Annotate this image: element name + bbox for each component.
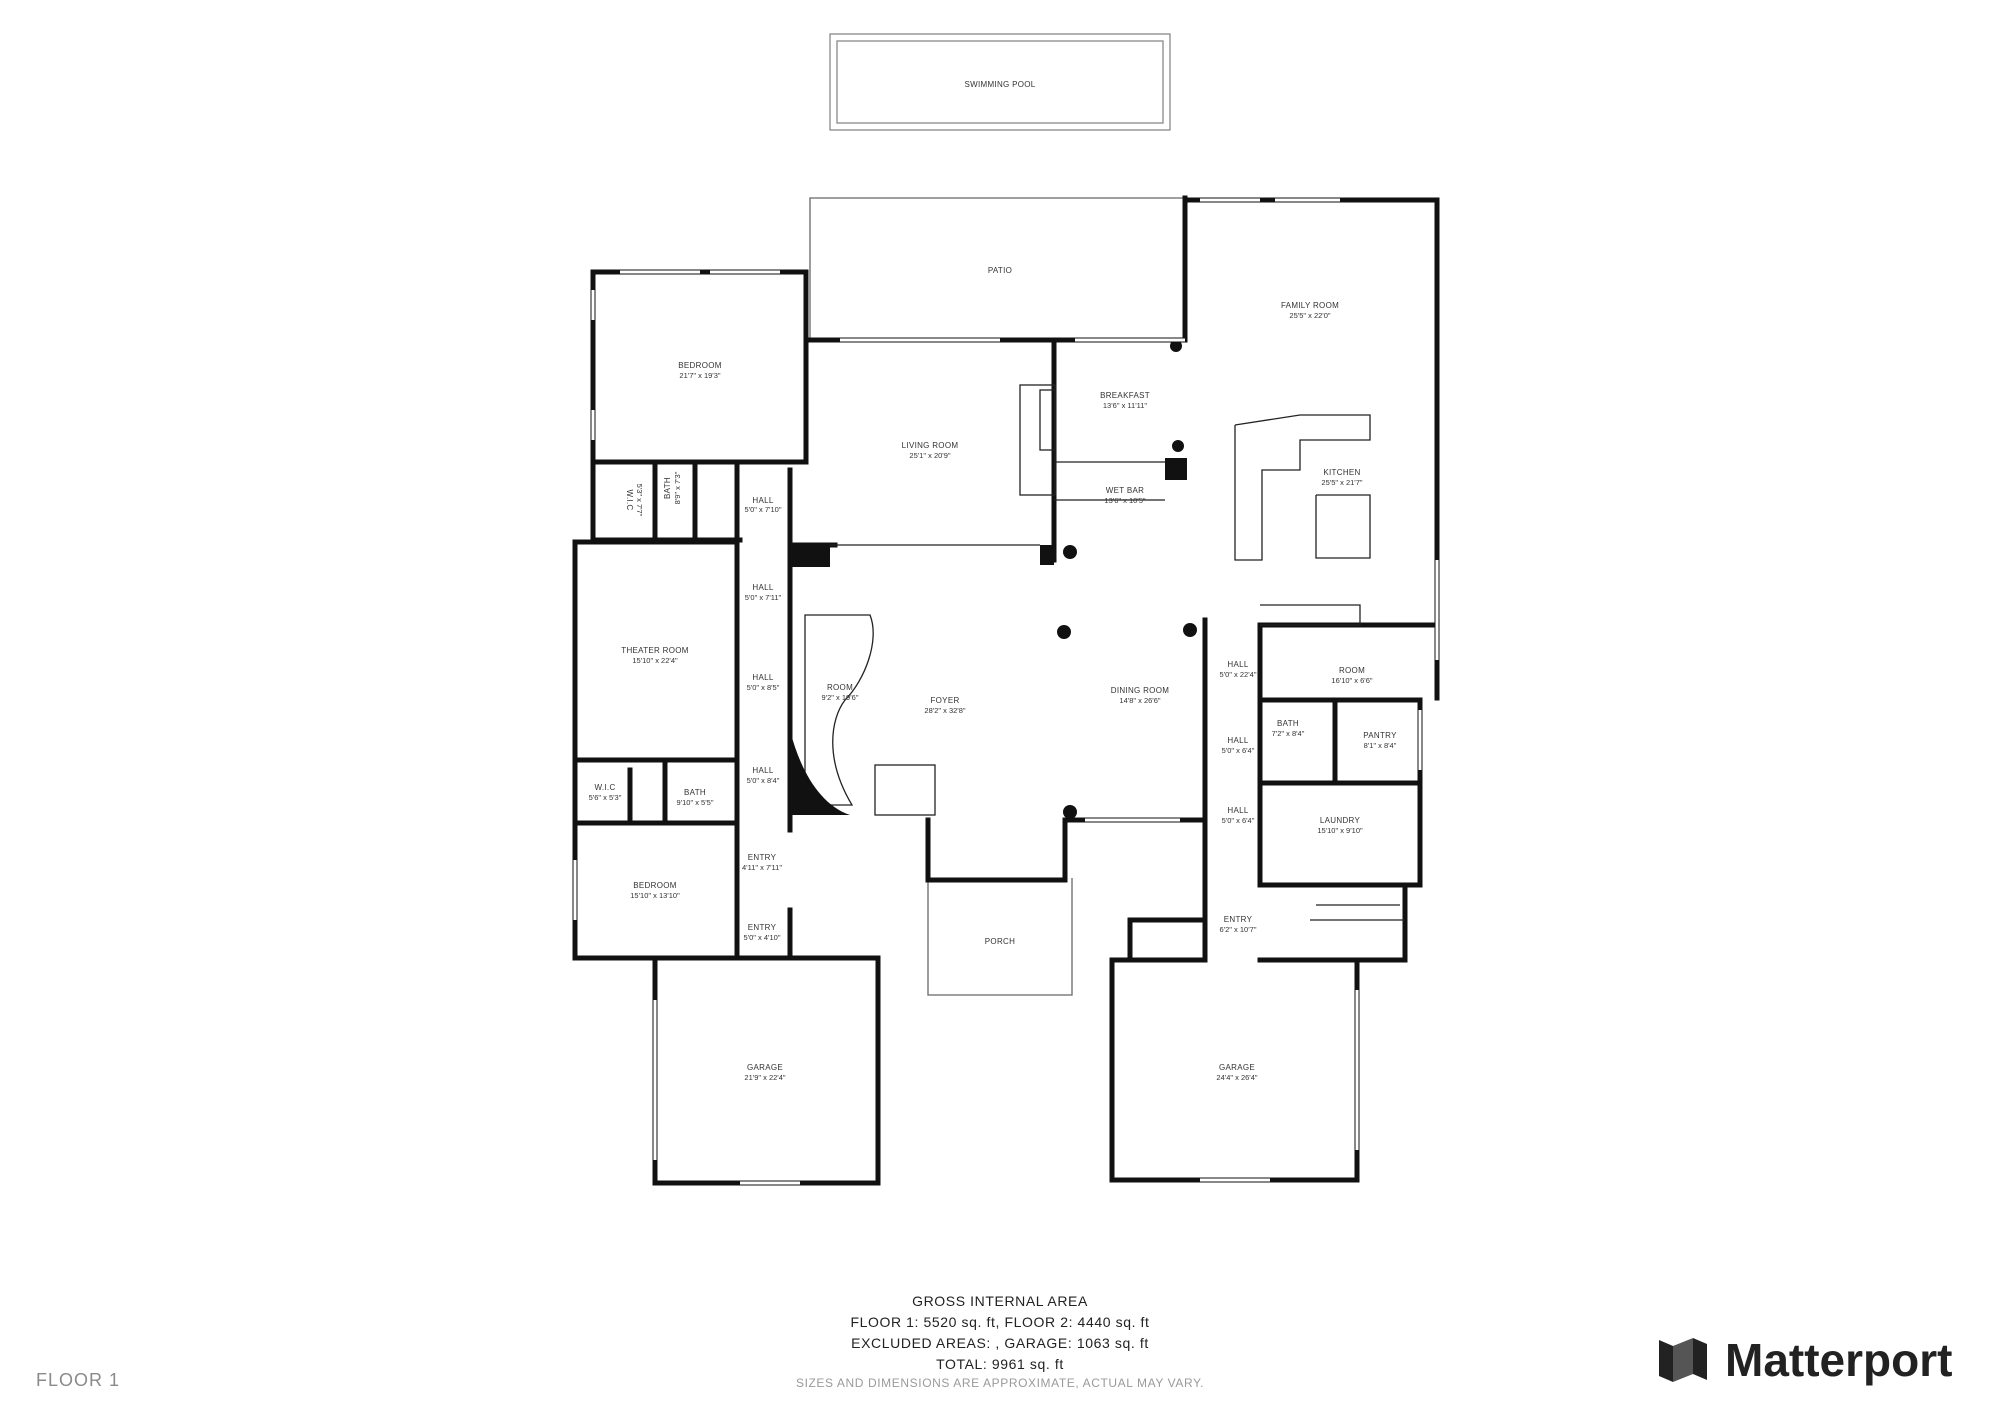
room-labels: SWIMMING POOL PATIO BEDROOM 21'7" x 19'3… (589, 80, 1397, 1082)
room-dim-garage-1: 21'9" x 22'4" (744, 1073, 785, 1082)
room-name-hall-2: HALL (752, 583, 773, 592)
room-dim-living: 25'1" x 20'9" (909, 451, 950, 460)
floor-label: FLOOR 1 (36, 1370, 121, 1390)
room-name-breakfast: BREAKFAST (1100, 391, 1150, 400)
matterport-logo-icon (1659, 1338, 1707, 1382)
room-dim-hall-6: 5'0" x 8'4" (747, 776, 780, 785)
room-name-theater: THEATER ROOM (621, 646, 688, 655)
room-name-room-b: ROOM (1339, 666, 1365, 675)
room-name-hall-5: HALL (1227, 736, 1248, 745)
room-name-bath-3: BATH (684, 788, 706, 797)
room-name-hall-4: HALL (1227, 660, 1248, 669)
room-name-hall-1: HALL (752, 496, 773, 505)
room-name-bath-2: BATH (1277, 719, 1299, 728)
room-name-wic-1: W.I.C (625, 489, 634, 510)
stair-wall (790, 730, 850, 815)
windows (573, 198, 1439, 1185)
gia-title: GROSS INTERNAL AREA (912, 1293, 1088, 1309)
room-dim-pantry: 8'1" x 8'4" (1364, 741, 1397, 750)
walls (572, 195, 1440, 1186)
room-dim-breakfast: 13'6" x 11'11" (1103, 401, 1148, 410)
room-name-porch: PORCH (985, 937, 1015, 946)
room-dim-room-a: 9'2" x 19'6" (822, 693, 859, 702)
room-name-patio: PATIO (988, 266, 1012, 275)
room-dim-kitchen: 25'5" x 21'7" (1321, 478, 1362, 487)
room-dim-dining: 14'8" x 26'6" (1119, 696, 1160, 705)
room-dim-bedroom-1: 21'7" x 19'3" (679, 371, 720, 380)
room-name-bedroom-2: BEDROOM (633, 881, 676, 890)
room-dim-theater: 15'10" x 22'4" (632, 656, 678, 665)
room-name-entry-1: ENTRY (748, 853, 777, 862)
room-name-living: LIVING ROOM (902, 441, 959, 450)
patio-outline (809, 197, 1185, 340)
room-name-family: FAMILY ROOM (1281, 301, 1339, 310)
swimming-pool (829, 33, 1171, 131)
room-name-entry-2: ENTRY (748, 923, 777, 932)
gia-excluded-areas: EXCLUDED AREAS: , GARAGE: 1063 sq. ft (851, 1335, 1149, 1351)
room-dim-wic-1: 5'3" x 7'7" (635, 484, 644, 517)
room-name-kitchen: KITCHEN (1323, 468, 1360, 477)
room-name-hall-6: HALL (752, 766, 773, 775)
room-dim-laundry: 15'10" x 9'10" (1317, 826, 1363, 835)
brand-name: Matterport (1725, 1334, 1953, 1386)
room-dim-entry-2: 5'0" x 4'10" (744, 933, 781, 942)
room-dim-wetbar: 13'6" x 10'5" (1104, 496, 1145, 505)
room-dim-family: 25'5" x 22'0" (1289, 311, 1330, 320)
room-dim-hall-5: 5'0" x 6'4" (1222, 746, 1255, 755)
room-dim-hall-1: 5'0" x 7'10" (745, 505, 782, 514)
room-dim-bath-2: 7'2" x 8'4" (1272, 729, 1305, 738)
columns (790, 340, 1197, 819)
interior-lines (804, 384, 1405, 921)
room-dim-foyer: 28'2" x 32'8" (924, 706, 965, 715)
room-dim-entry-1: 4'11" x 7'11" (742, 863, 782, 872)
room-dim-bath-3: 9'10" x 5'5" (677, 798, 714, 807)
room-dim-bath-1: 8'9" x 7'3" (673, 471, 682, 504)
room-name-hall-7: HALL (1227, 806, 1248, 815)
room-name-dining: DINING ROOM (1111, 686, 1169, 695)
room-dim-hall-3: 5'0" x 8'5" (747, 683, 780, 692)
gia-total: TOTAL: 9961 sq. ft (936, 1356, 1064, 1372)
room-dim-room-b: 16'10" x 6'6" (1331, 676, 1372, 685)
room-dim-hall-4: 5'0" x 22'4" (1220, 670, 1257, 679)
room-name-entry-3: ENTRY (1224, 915, 1253, 924)
room-name-foyer: FOYER (930, 696, 959, 705)
room-name-pool: SWIMMING POOL (964, 80, 1035, 89)
room-dim-hall-2: 5'0" x 7'11" (745, 593, 782, 602)
room-dim-hall-7: 5'0" x 6'4" (1222, 816, 1255, 825)
room-dim-wic-2: 5'6" x 5'3" (589, 793, 622, 802)
room-name-pantry: PANTRY (1363, 731, 1397, 740)
room-dim-bedroom-2: 15'10" x 13'10" (630, 891, 680, 900)
room-name-bedroom-1: BEDROOM (678, 361, 721, 370)
room-name-garage-2: GARAGE (1219, 1063, 1255, 1072)
room-dim-entry-3: 6'2" x 10'7" (1220, 925, 1257, 934)
porch-outline (927, 878, 1073, 996)
room-name-laundry: LAUNDRY (1320, 816, 1361, 825)
gia-floor-areas: FLOOR 1: 5520 sq. ft, FLOOR 2: 4440 sq. … (850, 1314, 1150, 1330)
room-name-room-a: ROOM (827, 683, 853, 692)
room-name-bath-1: BATH (663, 477, 672, 499)
room-name-garage-1: GARAGE (747, 1063, 783, 1072)
brand: Matterport (1655, 1332, 1952, 1388)
room-name-wic-2: W.I.C (594, 783, 615, 792)
room-dim-garage-2: 24'4" x 26'4" (1216, 1073, 1257, 1082)
room-name-hall-3: HALL (752, 673, 773, 682)
room-name-wetbar: WET BAR (1106, 486, 1144, 495)
approximation-note: SIZES AND DIMENSIONS ARE APPROXIMATE, AC… (795, 1376, 1205, 1390)
